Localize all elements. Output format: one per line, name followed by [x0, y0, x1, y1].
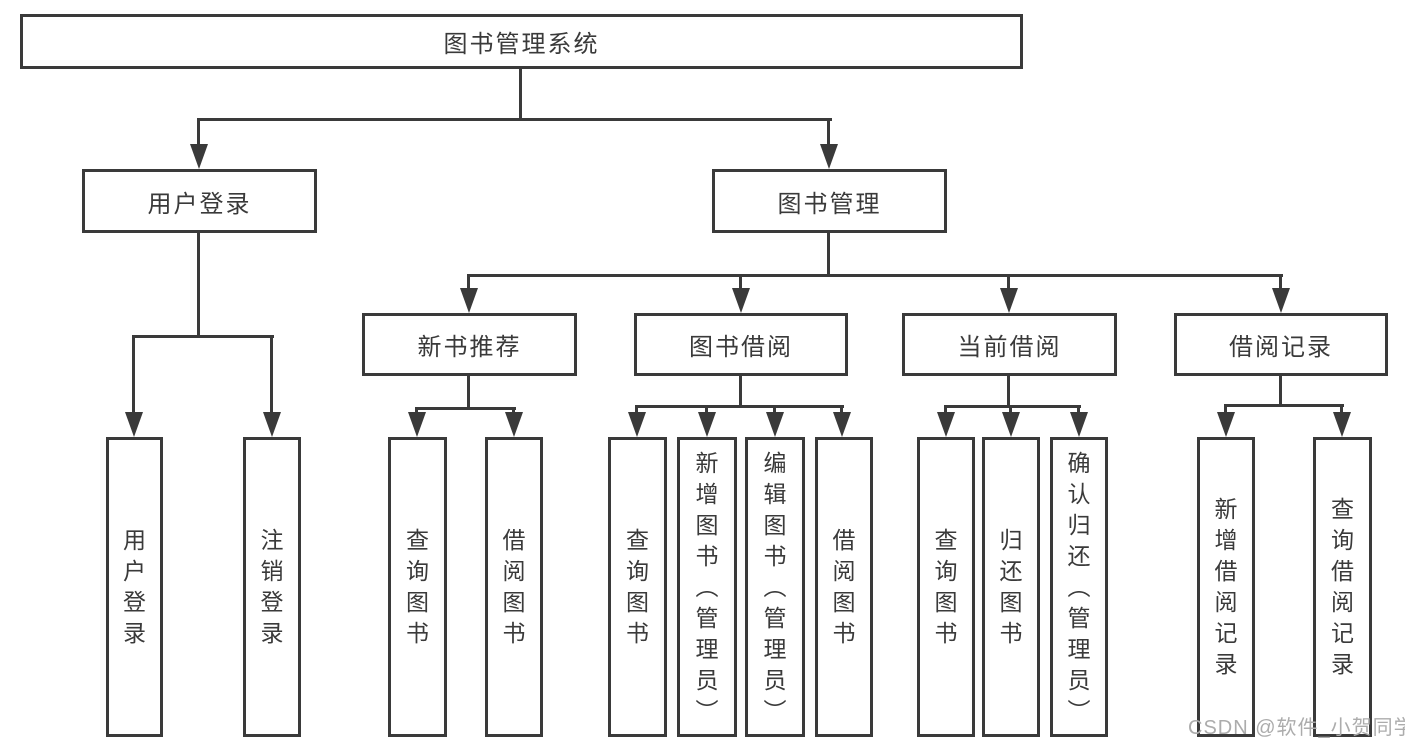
arrow-to-add-borrow-record	[1217, 412, 1235, 437]
leaf-edit-book-admin-label: 编 辑 图 书 ︵ 管 理 员 ︶	[763, 449, 787, 724]
connector-query1-stem	[415, 407, 418, 415]
connector-leaf-logout-stem	[270, 335, 273, 413]
node-borrow-records: 借阅记录	[1174, 313, 1388, 376]
leaf-query-books-1-label: 查 询 图 书	[406, 527, 429, 646]
connector-book-borrow-stem	[739, 274, 742, 290]
leaf-confirm-return-admin: 确 认 归 还 ︵ 管 理 员 ︶	[1050, 437, 1108, 737]
connector-current-borrow-bar	[944, 405, 1081, 408]
node-current-borrow: 当前借阅	[902, 313, 1117, 376]
node-book-management: 图书管理	[712, 169, 947, 233]
arrow-to-return-books	[1002, 412, 1020, 437]
leaf-query-books-3: 查 询 图 书	[917, 437, 975, 737]
connector-borrow2-stem	[840, 405, 843, 414]
node-user-login: 用户登录	[82, 169, 317, 233]
leaf-query-borrow-record: 查 询 借 阅 记 录	[1313, 437, 1372, 737]
connector-leaf-user-login-stem	[132, 335, 135, 413]
leaf-add-borrow-record-label: 新 增 借 阅 记 录	[1214, 496, 1238, 677]
leaf-borrow-books-2-label: 借 阅 图 书	[832, 527, 856, 646]
connector-return-stem	[1009, 405, 1012, 414]
connector-root-bar	[197, 118, 832, 121]
connector-user-login-bar	[132, 335, 274, 338]
node-book-borrow: 图书借阅	[634, 313, 848, 376]
leaf-query-borrow-record-label: 查 询 借 阅 记 录	[1331, 496, 1354, 677]
connector-book-management-down	[827, 232, 830, 274]
connector-user-login-stem	[197, 118, 200, 148]
leaf-logout-login-label: 注 销 登 录	[260, 527, 284, 646]
arrow-to-query-books-3	[937, 412, 955, 437]
arrow-to-book-management	[820, 144, 838, 169]
arrow-to-borrow-books-1	[505, 412, 523, 437]
leaf-confirm-return-admin-label: 确 认 归 还 ︵ 管 理 员 ︶	[1067, 449, 1091, 724]
leaf-borrow-books-1: 借 阅 图 书	[485, 437, 543, 737]
connector-borrow1-stem	[512, 407, 515, 415]
leaf-return-books-label: 归 还 图 书	[999, 527, 1023, 646]
arrow-to-query-books-2	[628, 412, 646, 437]
leaf-add-book-admin-label: 新 增 图 书 ︵ 管 理 员 ︶	[695, 449, 719, 724]
connector-user-login-down	[197, 233, 200, 335]
leaf-query-books-1: 查 询 图 书	[388, 437, 447, 737]
leaf-borrow-books-1-label: 借 阅 图 书	[502, 527, 526, 646]
arrow-to-leaf-user-login	[125, 412, 143, 437]
arrow-to-query-borrow-record	[1333, 412, 1351, 437]
node-root: 图书管理系统	[20, 14, 1023, 69]
connector-borrow-records-bar	[1224, 404, 1344, 407]
connector-query3-stem	[944, 405, 947, 414]
arrow-to-book-borrow	[732, 288, 750, 313]
connector-new-book-bar	[415, 407, 516, 410]
arrow-to-confirm-return	[1070, 412, 1088, 437]
connector-root-stem	[519, 69, 522, 118]
leaf-return-books: 归 还 图 书	[982, 437, 1040, 737]
connector-book-borrow-down	[739, 376, 742, 405]
leaf-user-login: 用 户 登 录	[106, 437, 163, 737]
leaf-edit-book-admin: 编 辑 图 书 ︵ 管 理 员 ︶	[745, 437, 805, 737]
leaf-logout-login: 注 销 登 录	[243, 437, 301, 737]
connector-new-book-stem	[467, 274, 470, 290]
connector-confirm-return-stem	[1077, 405, 1080, 414]
connector-query2-stem	[635, 405, 638, 414]
arrow-to-add-book	[698, 412, 716, 437]
leaf-query-books-3-label: 查 询 图 书	[934, 527, 958, 646]
leaf-query-books-2-label: 查 询 图 书	[626, 527, 649, 646]
leaf-borrow-books-2: 借 阅 图 书	[815, 437, 873, 737]
watermark: CSDN @软件_小贺同学	[1188, 717, 1405, 739]
arrow-to-leaf-logout	[263, 412, 281, 437]
connector-add-record-stem	[1224, 404, 1227, 414]
connector-query-record-stem	[1340, 404, 1343, 414]
leaf-user-login-label: 用 户 登 录	[123, 527, 146, 646]
connector-current-borrow-stem	[1007, 274, 1010, 290]
arrow-to-current-borrow	[1000, 288, 1018, 313]
leaf-add-book-admin: 新 增 图 书 ︵ 管 理 员 ︶	[677, 437, 737, 737]
connector-add-book-stem	[705, 405, 708, 414]
connector-book-management-bar	[467, 274, 1283, 277]
leaf-add-borrow-record: 新 增 借 阅 记 录	[1197, 437, 1255, 737]
connector-edit-book-stem	[773, 405, 776, 414]
arrow-to-user-login	[190, 144, 208, 169]
connector-borrow-records-down	[1279, 376, 1282, 404]
leaf-query-books-2: 查 询 图 书	[608, 437, 667, 737]
connector-book-borrow-bar	[635, 405, 844, 408]
arrow-to-edit-book	[766, 412, 784, 437]
arrow-to-new-book-recommend	[460, 288, 478, 313]
connector-new-book-down	[467, 376, 470, 407]
arrow-to-query-books-1	[408, 412, 426, 437]
node-new-book-recommend: 新书推荐	[362, 313, 577, 376]
connector-current-borrow-down	[1007, 376, 1010, 405]
arrow-to-borrow-records	[1272, 288, 1290, 313]
arrow-to-borrow-books-2	[833, 412, 851, 437]
connector-borrow-records-stem	[1279, 274, 1282, 290]
connector-book-management-stem	[827, 118, 830, 148]
